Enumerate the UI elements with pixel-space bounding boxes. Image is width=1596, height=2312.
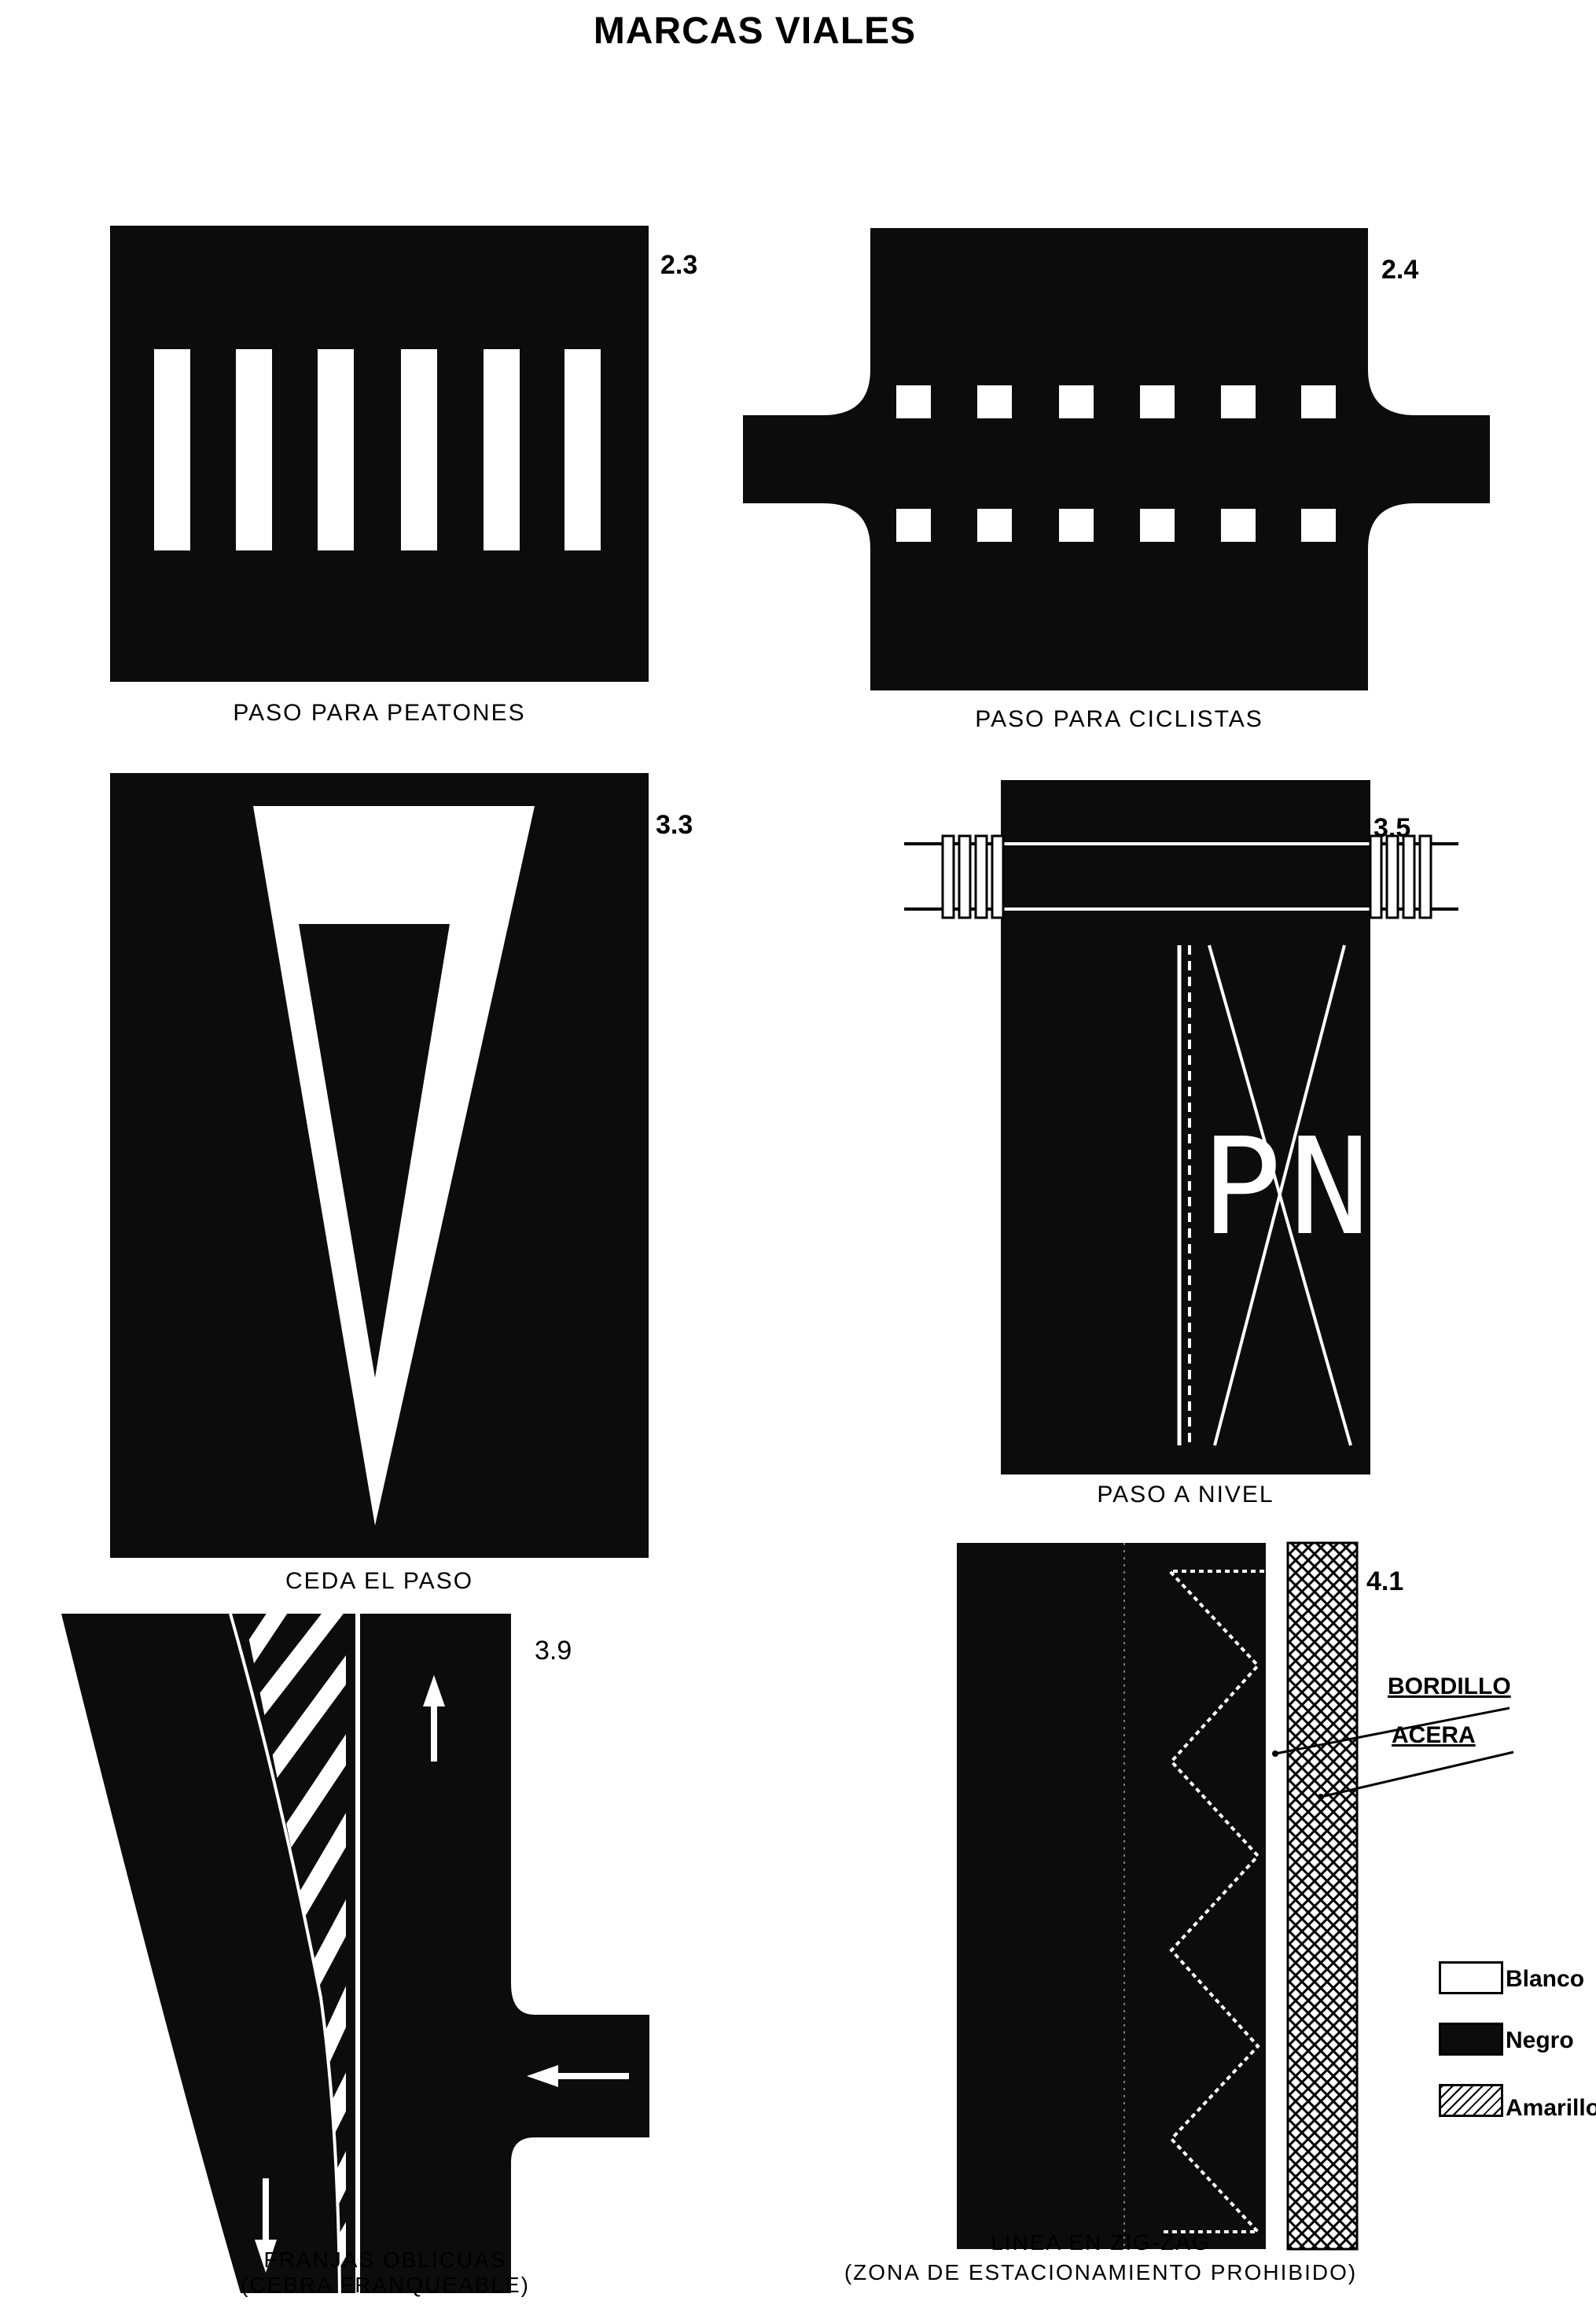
legend-label-blanco: Blanco	[1506, 1966, 1585, 1992]
zigzag-line-illustration	[957, 1541, 1514, 2251]
legend-swatch-amarillo	[1439, 2084, 1503, 2117]
page-title: MARCAS VIALES	[593, 10, 917, 52]
panel-number-4-1: 4.1	[1366, 1566, 1404, 1596]
panel-number-3-3: 3.3	[656, 810, 693, 840]
caption-paso-peatones: PASO PARA PEATONES	[233, 700, 526, 726]
level-crossing-letter-n: N	[1289, 1110, 1370, 1265]
caption-linea-zig-zag: LINEA EN ZIG-ZAG	[991, 2230, 1211, 2255]
caption-paso-ciclistas: PASO PARA CICLISTAS	[975, 706, 1263, 732]
caption-ceda-el-paso: CEDA EL PASO	[285, 1568, 474, 1594]
caption-franjas-oblicuas: FRANJAS OBLICUAS	[263, 2248, 507, 2272]
legend-label-amarillo: Amarillo	[1506, 2095, 1596, 2121]
yield-marking-illustration	[110, 773, 649, 1558]
level-crossing-illustration	[904, 780, 1458, 1474]
label-bordillo: BORDILLO	[1388, 1673, 1511, 1699]
legend-swatch-negro	[1439, 2023, 1503, 2056]
label-acera: ACERA	[1392, 1722, 1476, 1748]
panel-number-3-5: 3.5	[1374, 813, 1411, 843]
panel-number-3-9: 3.9	[535, 1636, 572, 1666]
panel-number-2-3: 2.3	[660, 250, 698, 280]
caption-cebra-franqueable: (CEBRA FRANQUEABLE)	[241, 2273, 530, 2297]
oblique-stripes-illustration	[61, 1613, 649, 2294]
level-crossing-letter-p: P	[1201, 1110, 1282, 1265]
panel-number-2-4: 2.4	[1381, 255, 1419, 285]
cyclist-crossing-illustration	[743, 228, 1490, 690]
legend-label-negro: Negro	[1506, 2027, 1574, 2053]
legend-swatch-blanco	[1439, 1961, 1503, 1994]
caption-paso-a-nivel: PASO A NIVEL	[1097, 1482, 1274, 1508]
caption-zona-estacionamiento-prohibido: (ZONA DE ESTACIONAMIENTO PROHIBIDO)	[844, 2260, 1358, 2284]
pedestrian-crossing-illustration	[110, 226, 649, 682]
